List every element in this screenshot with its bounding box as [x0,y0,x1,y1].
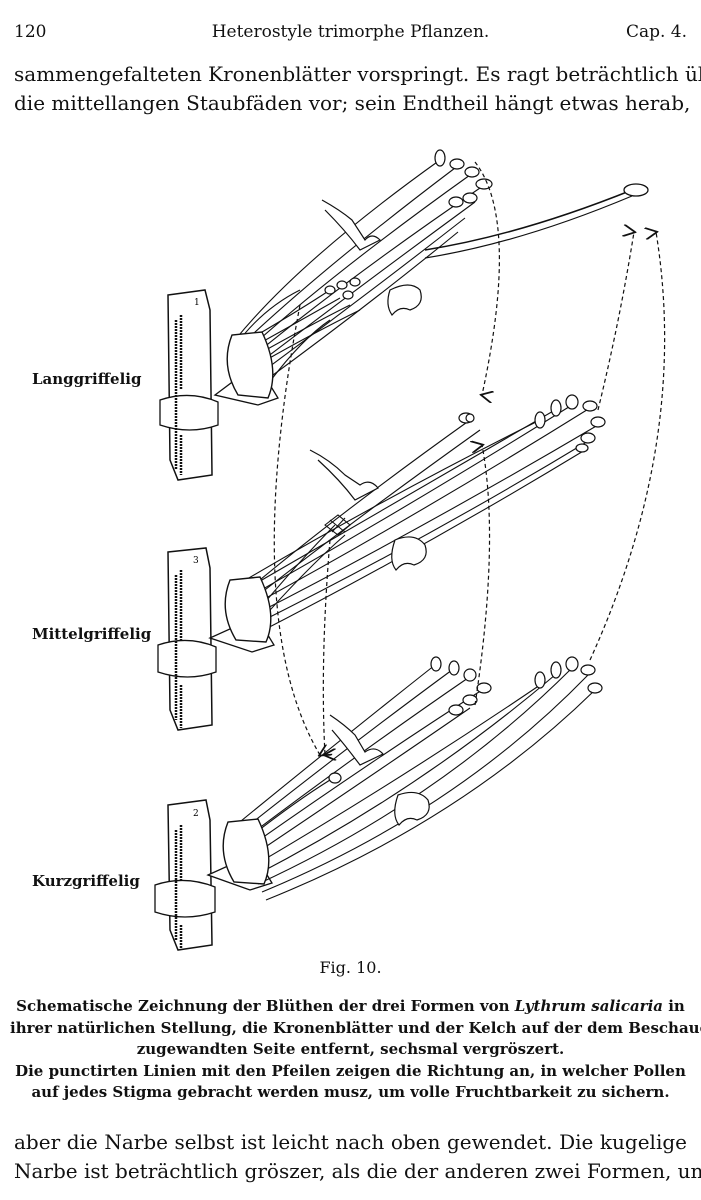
caption-line: ihrer natürlichen Stellung, die Kronenbl… [10,1018,701,1037]
label-short-styled: Kurzgriffelig [32,872,140,890]
caption-text: Schematische Zeichnung der Blüthen der d… [16,997,515,1015]
flower-figure: 1 [154,149,666,951]
text-line: sammengefalteten Kronenblätter vorspring… [14,62,701,86]
text-line: die mittellangen Staubfäden vor; sein En… [14,91,691,115]
text-line: aber die Narbe selbst ist leicht nach ob… [14,1130,687,1154]
caption-line: zugewandten Seite entfernt, sechsmal ver… [136,1040,565,1058]
stamen-bundle-mid [231,404,599,635]
flower-short-styled: 2 [154,656,603,951]
stem-mark: 1 [194,298,200,308]
stem-short: 2 [154,799,216,951]
flower-long-styled: 1 [159,149,649,481]
label-mid-styled: Mittelgriffelig [32,625,152,643]
label-long-styled: Langgriffelig [32,370,142,388]
text-line: Narbe ist beträchtlich gröszer, als die … [14,1159,701,1183]
top-paragraph: sammengefalteten Kronenblätter vorspring… [14,60,701,118]
figure-number: Fig. 10. [319,958,382,977]
pollination-arrows [273,161,666,755]
chapter-label: Cap. 4. [625,22,687,42]
stem-mid: 3 [157,547,217,731]
stamen-bundle-short [229,664,596,901]
caption-text: in [663,997,685,1015]
page-number: 120 [14,22,47,42]
bottom-paragraph: aber die Narbe selbst ist leicht nach ob… [14,1128,701,1186]
stem-mark: 2 [193,809,199,819]
running-title: Heterostyle trimorphe Pflanzen. [211,22,490,42]
caption-line: Die punctirten Linien mit den Pfeilen ze… [15,1061,686,1080]
stem-long: 1 [159,289,219,481]
flower-mid-styled: 3 [157,394,606,731]
running-header: 120 Heterostyle trimorphe Pflanzen. Cap.… [14,18,687,46]
stem-mark: 3 [193,556,199,566]
figure-caption: Schematische Zeichnung der Blüthen der d… [10,996,701,1104]
species-name: Lythrum salicaria [514,997,663,1015]
caption-line: auf jedes Stigma gebracht werden musz, u… [31,1083,670,1101]
caption-line: Schematische Zeichnung der Blüthen der d… [10,996,691,1018]
